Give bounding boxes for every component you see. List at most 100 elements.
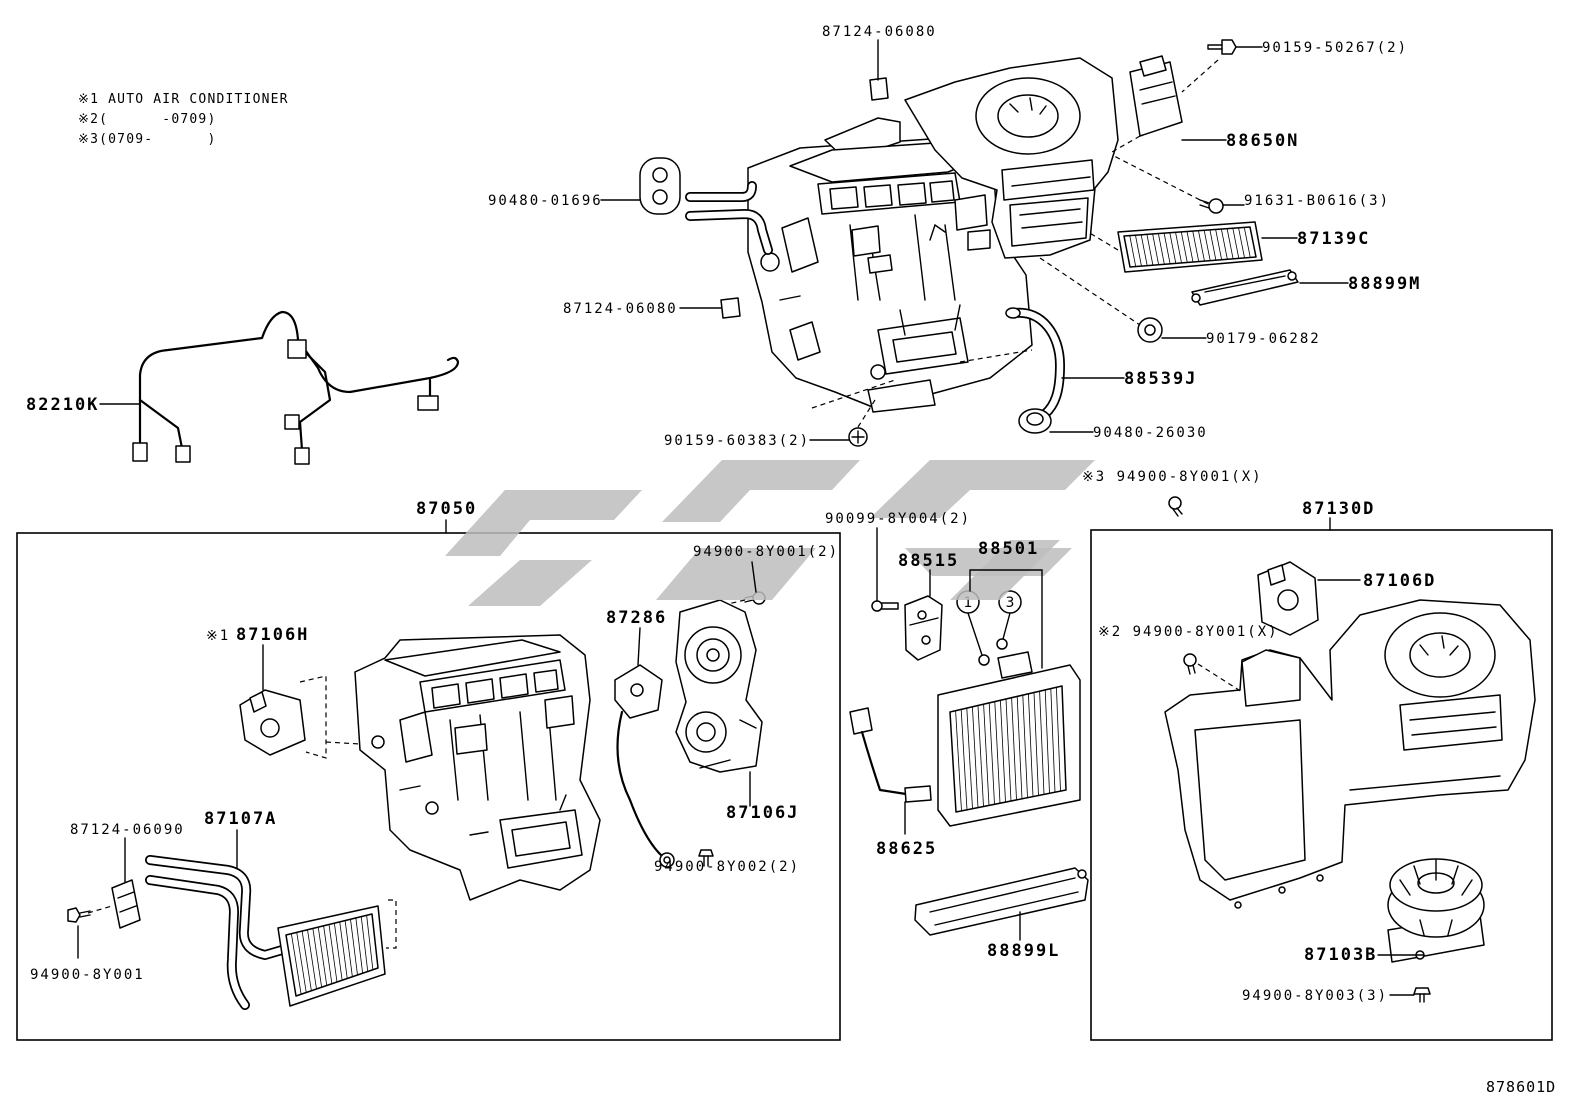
label-90159-50267: 90159-50267(2): [1262, 40, 1408, 56]
label-88625: 88625: [876, 839, 937, 859]
label-94900-8Y003: 94900-8Y003(3): [1242, 988, 1388, 1004]
filter-87139C-drawing: [1117, 221, 1263, 273]
hatch-line: [1163, 233, 1171, 264]
hatch-line: [1186, 231, 1194, 263]
actuator-87106H-drawing: [239, 689, 306, 756]
dashed-assembly-lines: [87, 59, 1243, 949]
group-box-87050: [16, 532, 841, 1041]
hatch-line: [1180, 231, 1188, 263]
hvac-unit-drawing: [747, 57, 1119, 413]
hatch-line: [988, 702, 995, 805]
hatch-line: [1135, 235, 1142, 267]
hatch-line: [1243, 227, 1251, 258]
callout-labels: 87124-06080 90159-50267(2) 88650N 90480-…: [26, 24, 1556, 1096]
watermark-logo: [445, 460, 1095, 606]
label-90099-8Y004: 90099-8Y004(2): [825, 511, 971, 527]
label-94900-8Y001: 94900-8Y001: [30, 967, 145, 983]
hatch-line: [1146, 234, 1154, 266]
note-until-0709: ※2( -0709): [78, 112, 216, 127]
hatch-line: [1192, 231, 1200, 262]
grommet-90179-06282-drawing: [1137, 317, 1163, 343]
hatch-line: [323, 925, 333, 984]
hatch-line: [350, 919, 358, 976]
label-87124-06080-top: 87124-06080: [822, 24, 937, 40]
hatch-line: [972, 706, 979, 808]
label-87139C: 87139C: [1297, 229, 1370, 249]
blower-motor-87103B-drawing: [1387, 858, 1485, 963]
screw-94900-8Y001-drawing: [67, 907, 91, 923]
hatch-line: [1011, 697, 1017, 800]
hatch-line: [1039, 691, 1045, 795]
label-94900-8Y001-x3: ※3 94900-8Y001(X): [1082, 469, 1263, 485]
hatch-line: [1050, 688, 1056, 793]
hatch-line: [1220, 228, 1228, 260]
hatch-line: [296, 932, 307, 993]
hatch-line: [301, 931, 312, 991]
label-87106D: 87106D: [1363, 571, 1436, 591]
hatch-line: [333, 923, 343, 981]
label-87106J: 87106J: [726, 803, 799, 823]
cover-88899M-drawing: [1191, 269, 1299, 306]
label-88899L: 88899L: [987, 941, 1060, 961]
label-87124-06090: 87124-06090: [70, 822, 185, 838]
ac-pipes-drawing: [685, 181, 773, 255]
note-auto-air-conditioner: ※1 AUTO AIR CONDITIONER: [78, 92, 289, 107]
oring-marker-3: 3: [1006, 595, 1015, 611]
group-box-87130D: [1090, 529, 1553, 1041]
label-90159-60383: 90159-60383(2): [664, 433, 810, 449]
cover-88899L-drawing: [914, 867, 1089, 936]
hatch-line: [1175, 232, 1182, 263]
label-87103B: 87103B: [1304, 945, 1377, 965]
hatch-line: [977, 705, 984, 807]
hatch-line: [1005, 698, 1012, 802]
grommet-90480-26030-drawing: [1018, 408, 1052, 434]
hatch-line: [1215, 229, 1223, 260]
sensor-88625-drawing: [849, 707, 932, 803]
label-87106H-note-mark: ※1: [206, 628, 230, 644]
heater-core-hatching: [290, 915, 374, 995]
label-82210K: 82210K: [26, 395, 99, 415]
hatch-line: [1028, 693, 1034, 797]
note-from-0709: ※3(0709- ): [78, 132, 216, 147]
label-90480-01696: 90480-01696: [488, 193, 603, 209]
amplifier-88650N-drawing: [1129, 55, 1183, 137]
hatch-line: [955, 710, 962, 811]
grommet-90480-01696-drawing: [639, 157, 681, 215]
hatch-line: [1209, 229, 1217, 261]
label-94900-8Y001-2: 94900-8Y001(2): [693, 544, 839, 560]
screw-91631-B0616-drawing: [1199, 198, 1224, 214]
hatch-line: [966, 708, 973, 809]
heater-unit-87050-drawing: [354, 634, 601, 901]
evaporator-hatching: [955, 687, 1061, 811]
servo-87286-drawing: [614, 664, 675, 868]
filter-hatching: [1129, 227, 1251, 267]
screw-94900-8Y002-drawing: [698, 849, 714, 867]
oring-marker-1: 1: [964, 595, 973, 611]
hatch-line: [1232, 228, 1240, 259]
hatch-line: [344, 920, 353, 977]
hatch-line: [1044, 689, 1050, 794]
heater-core-87107A-drawing: [145, 855, 386, 1010]
hatch-line: [1022, 695, 1028, 798]
hatch-line: [339, 921, 348, 979]
hose-88539J-drawing: [1005, 307, 1065, 419]
hatch-line: [960, 709, 968, 810]
diagram-code: 878601D: [1486, 1078, 1556, 1096]
hatch-line: [1203, 230, 1211, 261]
hatch-line: [366, 915, 374, 970]
hatch-line: [312, 928, 323, 988]
label-94900-8Y002: 94900-8Y002(2): [654, 859, 800, 875]
label-87107A: 87107A: [204, 809, 277, 829]
hatch-line: [1056, 687, 1061, 792]
seal-87124-06080-top-drawing: [869, 77, 889, 101]
hatch-line: [1238, 227, 1245, 258]
hatch-line: [1016, 696, 1023, 799]
label-88515: 88515: [898, 551, 959, 571]
label-87130D: 87130D: [1302, 499, 1375, 519]
bolt-90159-60383-drawing: [848, 427, 868, 447]
hatch-line: [1157, 233, 1165, 265]
label-90480-26030: 90480-26030: [1093, 425, 1208, 441]
leader-lines: [77, 39, 1425, 996]
hatch-line: [1198, 230, 1205, 262]
